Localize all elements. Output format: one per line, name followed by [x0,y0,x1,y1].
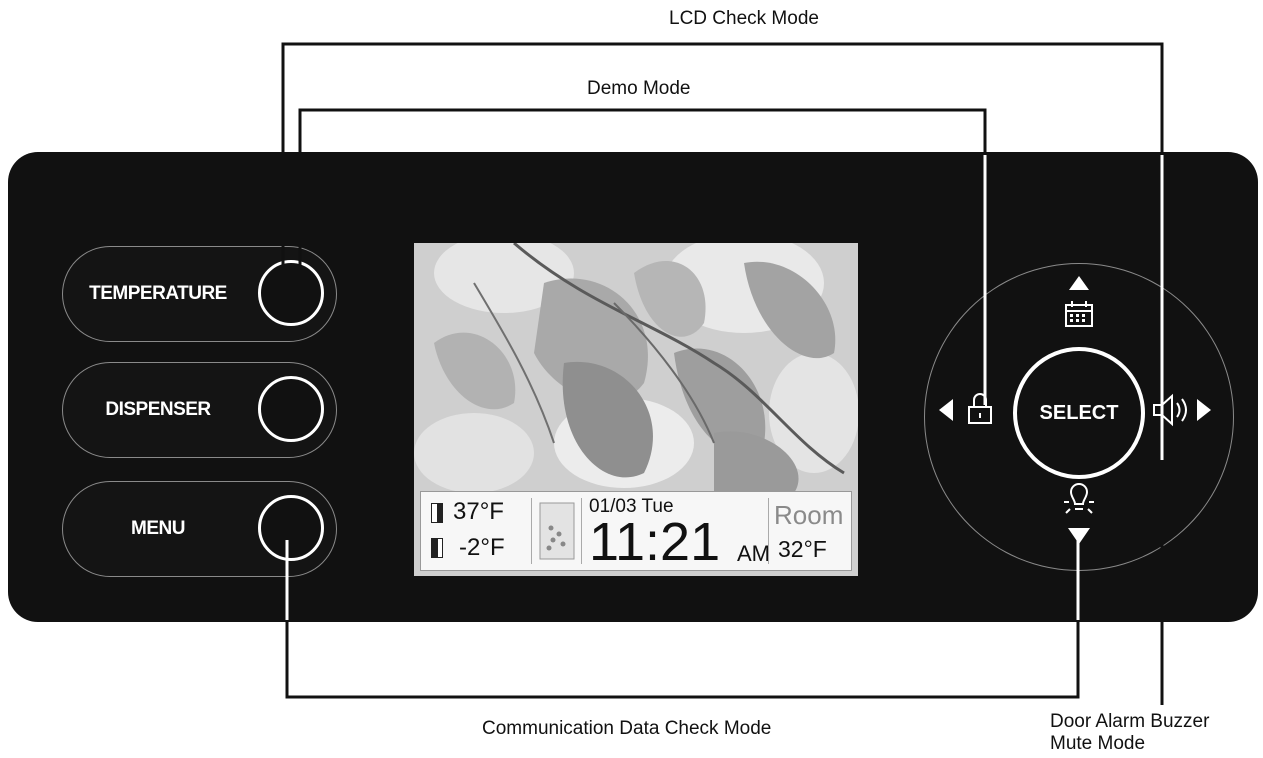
callout-door-alarm-line1: Door Alarm Buzzer [1050,711,1210,732]
divider [531,498,532,564]
leaf-background-image [414,243,858,576]
menu-button-group: MENU [62,481,337,577]
ice-cup-icon [539,502,575,565]
lcd-screen: 37°F -2°F 01/03 Tue 11:21 AM Room 32°F [414,243,858,576]
callout-lcd-check-mode: LCD Check Mode [669,8,819,29]
clock-ampm: AM [737,541,770,566]
arrow-down-icon[interactable] [1068,528,1090,549]
fridge-level-icon [431,503,443,523]
callout-door-alarm-line2: Mute Mode [1050,733,1146,754]
temperature-label: TEMPERATURE [89,283,227,304]
freezer-level-icon [431,538,443,558]
arrow-up-icon[interactable] [1069,276,1089,295]
clock-time: 11:21 [589,512,721,572]
freezer-temperature: -2°F [459,534,505,561]
arrow-left-icon[interactable] [939,399,953,426]
divider [581,498,582,564]
temperature-button-group: TEMPERATURE [62,246,337,342]
temperature-button[interactable] [258,260,324,326]
light-bulb-icon [1063,482,1095,527]
dispenser-button[interactable] [258,376,324,442]
menu-label: MENU [131,518,185,539]
lock-icon [966,391,994,432]
calendar-icon [1064,300,1094,333]
fridge-temperature: 37°F [453,498,504,525]
dispenser-button-group: DISPENSER [62,362,337,458]
menu-button[interactable] [258,495,324,561]
lcd-status-bar: 37°F -2°F 01/03 Tue 11:21 AM Room 32°F [420,491,852,571]
callout-communication-data-check-mode: Communication Data Check Mode [482,718,772,739]
select-button[interactable]: SELECT [1013,347,1145,479]
room-temperature: 32°F [778,536,827,562]
divider [768,498,769,564]
date-display: 01/03 Tue [589,496,674,517]
callout-demo-mode: Demo Mode [587,78,691,99]
dispenser-label: DISPENSER [105,399,211,420]
room-label: Room [774,500,844,530]
arrow-right-icon[interactable] [1197,399,1211,426]
speaker-icon [1152,393,1192,432]
